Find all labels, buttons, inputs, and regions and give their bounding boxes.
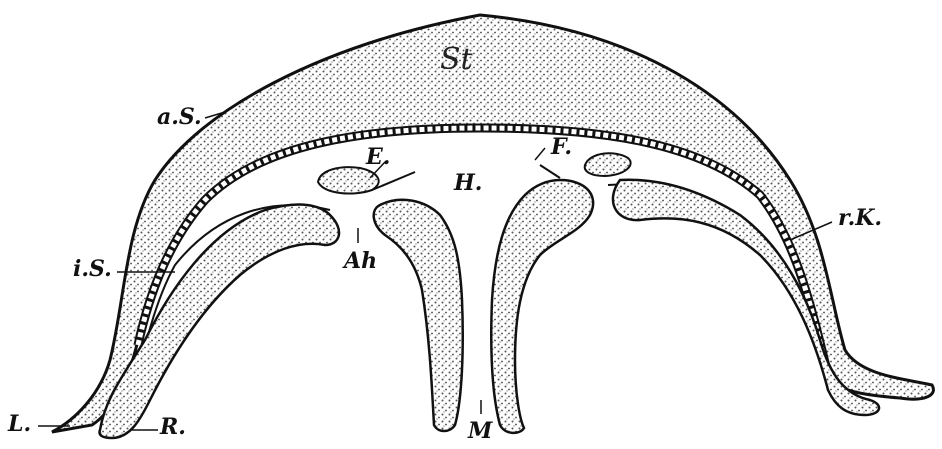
label-f: F. <box>551 134 573 160</box>
label-e: E. <box>366 144 391 170</box>
label-i-s: i.S. <box>73 256 112 282</box>
left-tentacle-bulb <box>98 203 341 440</box>
label-ah: Ah <box>344 248 378 274</box>
label-r: R. <box>160 414 186 440</box>
label-h: H. <box>454 170 483 196</box>
outer-epithelium <box>109 14 846 361</box>
label-st: St <box>440 42 473 77</box>
right-tentacle-bulb <box>611 178 881 417</box>
gonad-e <box>316 166 380 195</box>
manubrium-left <box>372 198 464 433</box>
label-l: L. <box>8 411 32 437</box>
label-m: M <box>468 418 493 444</box>
gonad-f <box>583 152 632 178</box>
label-a-s: a.S. <box>157 104 202 130</box>
manubrium-right <box>490 178 595 435</box>
label-r-k: r.K. <box>838 205 883 231</box>
